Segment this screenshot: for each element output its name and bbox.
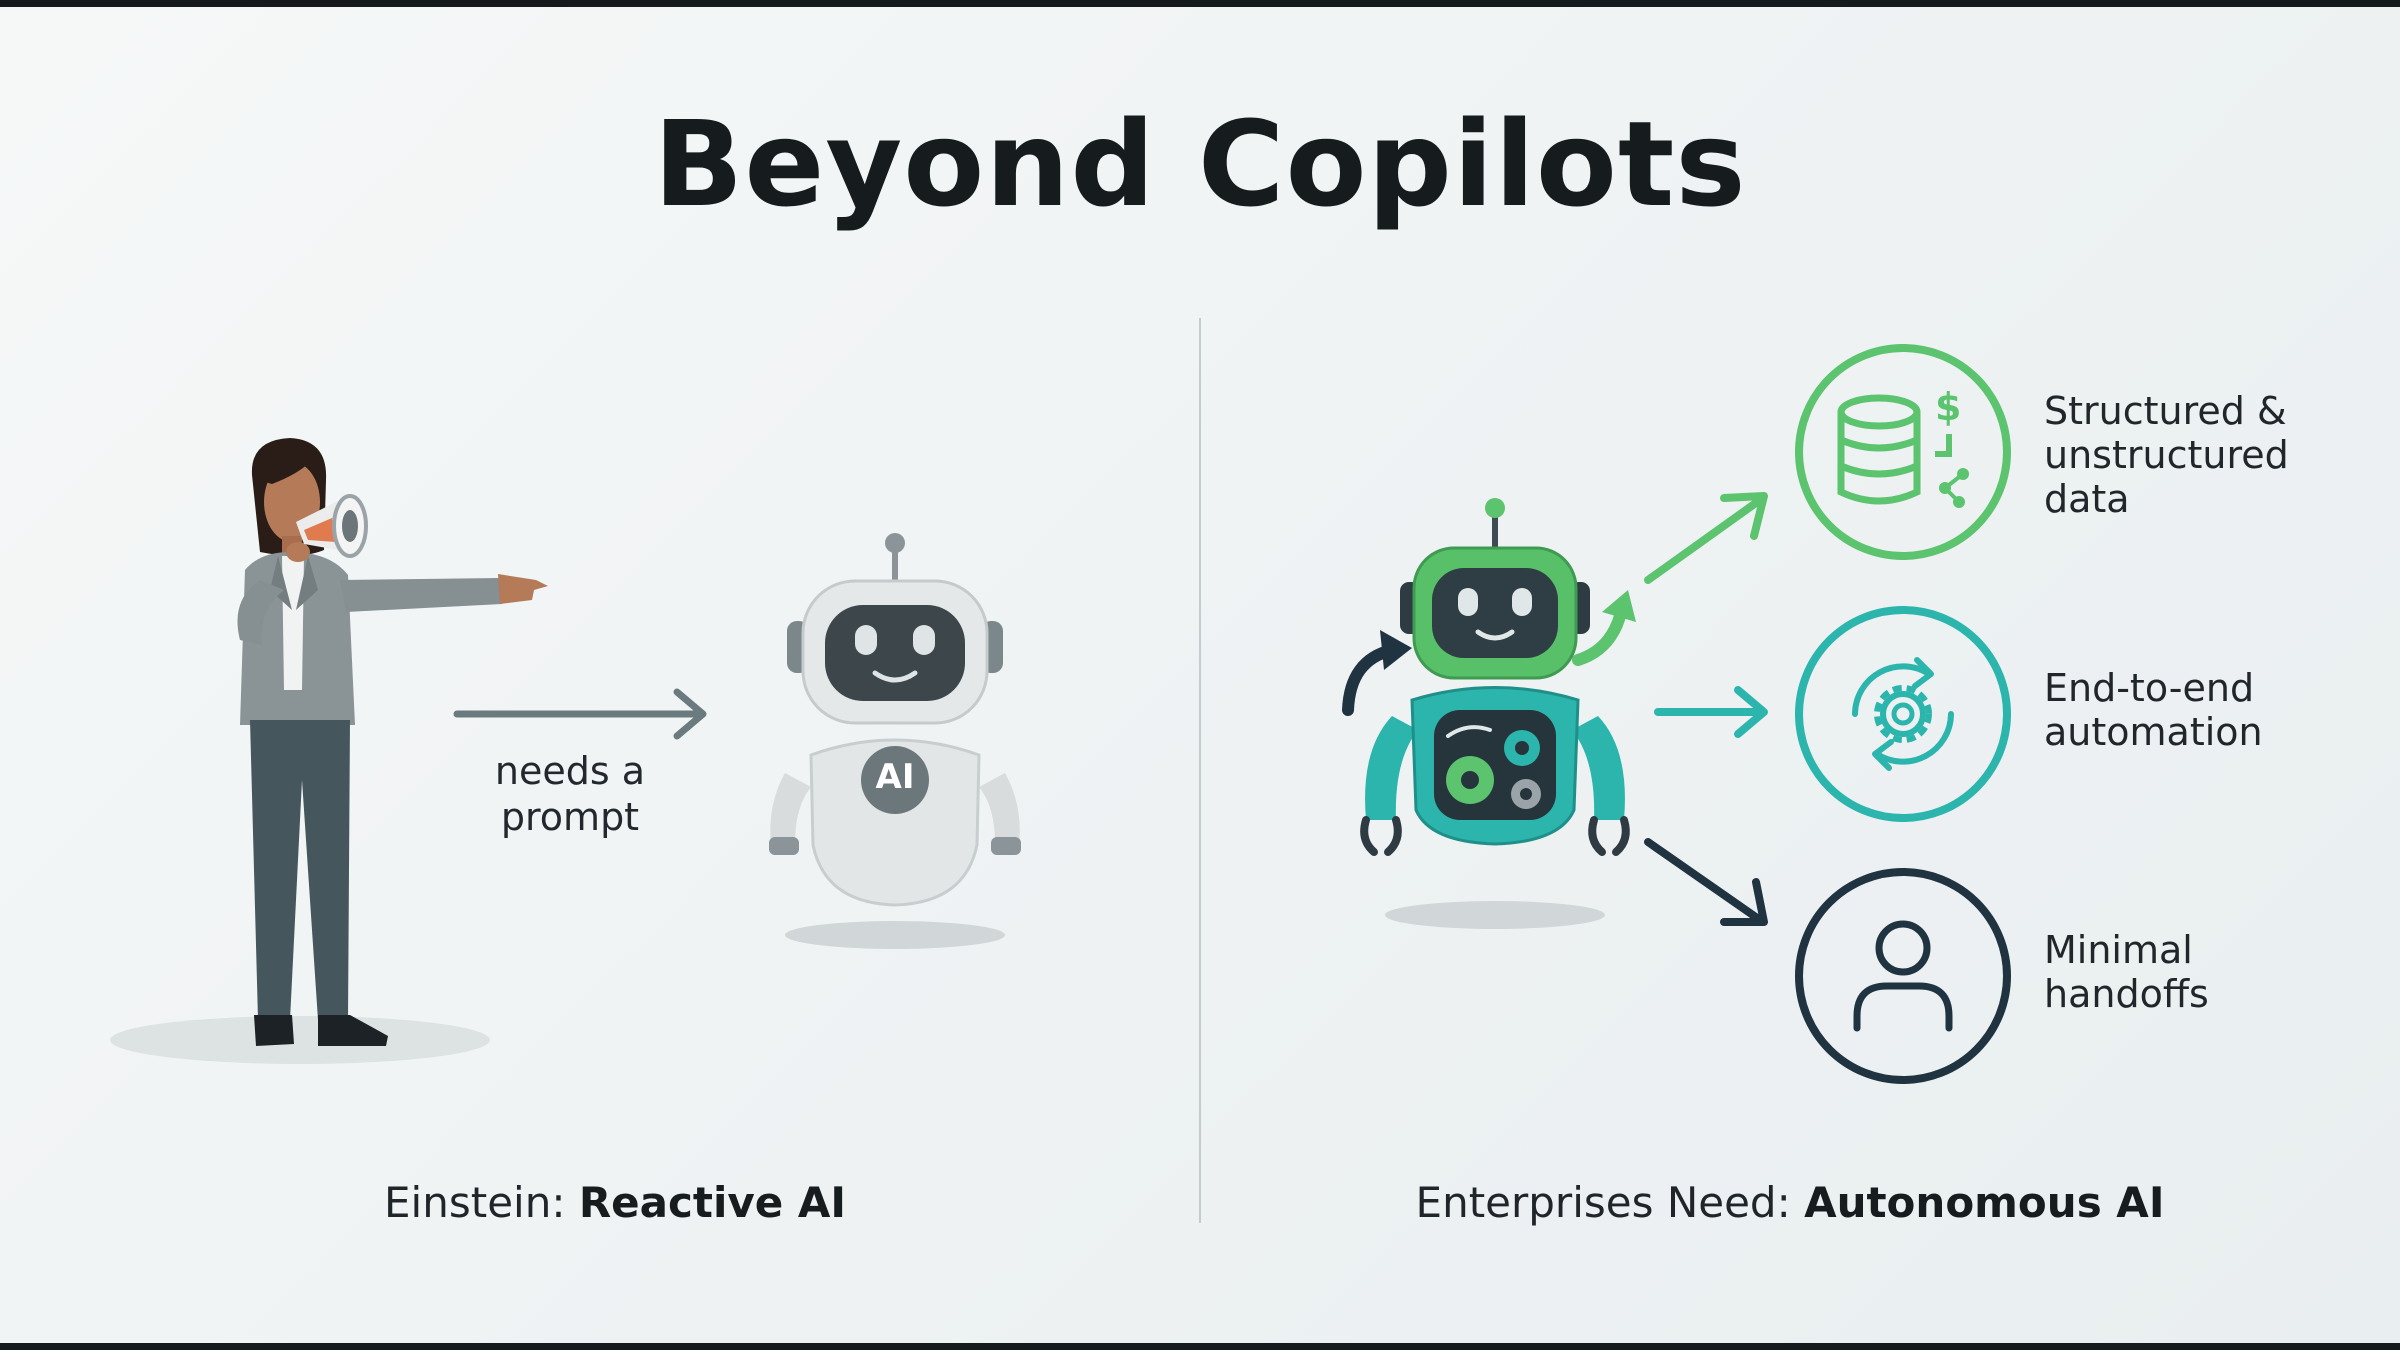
- feature-label-automation: End-to-end automation: [2044, 666, 2384, 754]
- left-caption: Einstein: Reactive AI: [300, 1178, 930, 1227]
- arrow-label-line-1: needs a: [494, 749, 646, 793]
- feature-label-handoffs: Minimal handoffs: [2044, 928, 2384, 1016]
- left-caption-bold: Reactive AI: [578, 1178, 846, 1227]
- feature-1-line-2: unstructured: [2044, 433, 2289, 477]
- database-icon: $: [1793, 342, 2013, 562]
- arrow-label-line-2: prompt: [500, 795, 640, 839]
- svg-text:$: $: [1935, 385, 1961, 429]
- page-title: Beyond Copilots: [653, 95, 1747, 233]
- autonomous-robot-illustration: [1330, 490, 1660, 940]
- person-icon: [1793, 866, 2013, 1086]
- feature-2-line-2: automation: [2044, 710, 2263, 754]
- ai-badge-label: AI: [875, 757, 915, 797]
- right-caption: Enterprises Need: Autonomous AI: [1320, 1178, 2260, 1227]
- top-border: [0, 0, 2400, 7]
- businesswoman-megaphone-illustration: [110, 438, 580, 1080]
- left-caption-prefix: Einstein:: [384, 1178, 579, 1227]
- bottom-border: [0, 1343, 2400, 1350]
- needs-a-prompt-label: needs a prompt: [460, 748, 680, 840]
- feature-3-line-2: handoffs: [2044, 972, 2209, 1016]
- autonomy-arrows: [1640, 480, 1780, 940]
- reactive-robot-illustration: [755, 525, 1035, 955]
- feature-2-line-1: End-to-end: [2044, 666, 2255, 710]
- feature-1-line-3: data: [2044, 477, 2130, 521]
- feature-3-line-1: Minimal: [2044, 928, 2193, 972]
- right-caption-bold: Autonomous AI: [1804, 1178, 2165, 1227]
- feature-label-data: Structured & unstructured data: [2044, 389, 2384, 521]
- center-divider: [1199, 318, 1201, 1223]
- gear-cycle-icon: [1793, 604, 2013, 824]
- feature-1-line-1: Structured &: [2044, 389, 2287, 433]
- right-caption-prefix: Enterprises Need:: [1415, 1178, 1805, 1227]
- prompt-arrow: [453, 688, 715, 740]
